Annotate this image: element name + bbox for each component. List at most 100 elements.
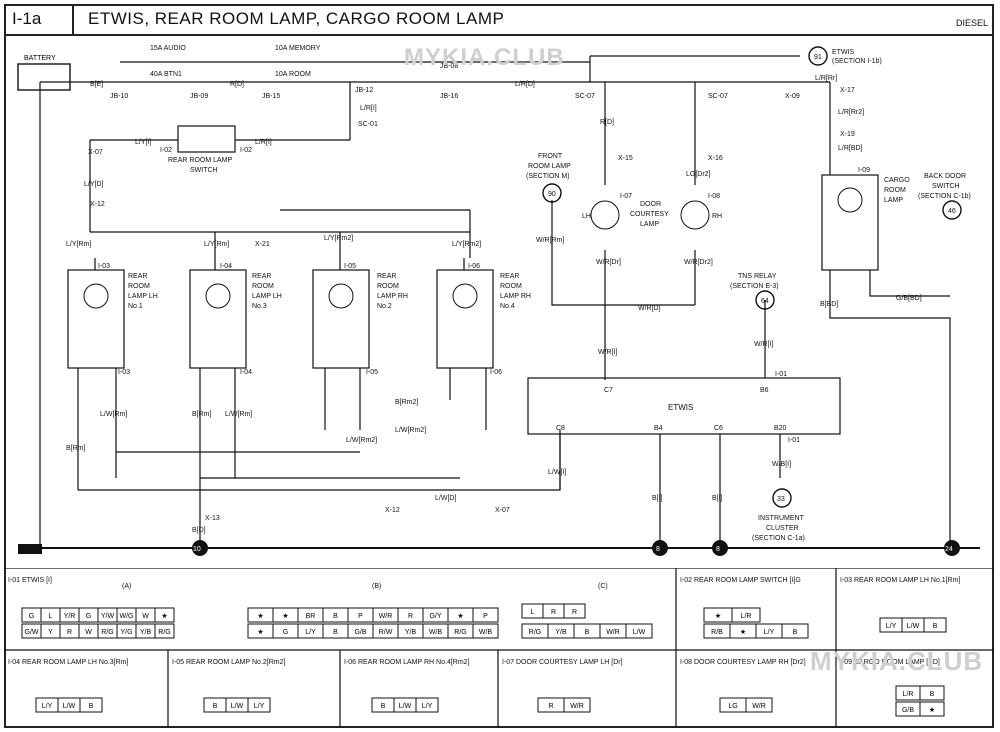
- i01-b-top-pin-label: BR: [306, 613, 316, 620]
- svg-text:LAMP LH: LAMP LH: [252, 293, 282, 300]
- i01-c-top-pin-label: R: [551, 609, 556, 616]
- i01-c-bot-pin-label: Y/B: [555, 629, 567, 636]
- svg-text:10A MEMORY: 10A MEMORY: [275, 45, 321, 52]
- svg-text:REAR ROOM LAMP: REAR ROOM LAMP: [168, 157, 233, 164]
- svg-text:W/R[Dr2]: W/R[Dr2]: [684, 259, 713, 266]
- i01-a-top-pin-label: G: [86, 613, 91, 620]
- i05-pin-label: L/Y: [254, 703, 265, 710]
- svg-text:W/R[I]: W/R[I]: [598, 349, 617, 356]
- door-lh-bulb-icon: [590, 200, 620, 230]
- i01-c-bot-pin-label: L/W: [633, 629, 646, 636]
- svg-text:B[I]: B[I]: [652, 495, 663, 502]
- i01-b-bot-pin-label: ★: [257, 628, 263, 636]
- svg-text:SC-07: SC-07: [575, 93, 595, 100]
- svg-text:SWITCH: SWITCH: [190, 167, 218, 174]
- svg-text:TNS RELAY: TNS RELAY: [738, 273, 777, 280]
- i01-a-top-pin: [154, 607, 175, 623]
- svg-text:B[Rm2]: B[Rm2]: [395, 399, 418, 406]
- i01-a-top-pin-label: ★: [161, 612, 167, 620]
- svg-text:ROOM LAMP: ROOM LAMP: [528, 163, 571, 170]
- i02-top-pin: [731, 607, 761, 623]
- svg-text:I-01 ETWIS [I]: I-01 ETWIS [I]: [8, 577, 52, 584]
- svg-text:ETWIS: ETWIS: [668, 403, 693, 412]
- svg-text:(SECTION C-1b): (SECTION C-1b): [918, 193, 971, 200]
- svg-text:L/W[Rm2]: L/W[Rm2]: [346, 437, 377, 444]
- i07-pin: [563, 697, 591, 713]
- i01-b-top-pin-label: ★: [457, 612, 463, 620]
- svg-text:X-12: X-12: [90, 201, 105, 208]
- i01-c-top-pin-label: R: [572, 609, 577, 616]
- svg-text:I-09 CARGO ROOM LAMP [BD]: I-09 CARGO ROOM LAMP [BD]: [840, 659, 940, 666]
- i01-a-top-pin-label: L: [49, 613, 53, 620]
- svg-text:L/Y[I]: L/Y[I]: [135, 139, 151, 146]
- i01-a-bot-pin-label: R/G: [158, 629, 170, 636]
- svg-text:X-12: X-12: [385, 507, 400, 514]
- svg-text:L/Y[Rm]: L/Y[Rm]: [204, 241, 229, 248]
- svg-text:8: 8: [716, 546, 720, 553]
- svg-text:(SECTION E-3): (SECTION E-3): [730, 283, 779, 290]
- svg-text:DOOR: DOOR: [640, 201, 661, 208]
- svg-text:X-17: X-17: [840, 87, 855, 94]
- svg-text:I-03: I-03: [118, 369, 130, 376]
- i08-pin-label: LG: [728, 703, 737, 710]
- svg-text:I-05 REAR ROOM LAMP No.2[Rm2]: I-05 REAR ROOM LAMP No.2[Rm2]: [172, 659, 286, 666]
- lamp4-bulb-icon: [452, 283, 478, 309]
- battery-label: BATTERY: [24, 55, 56, 62]
- svg-text:I-02: I-02: [240, 147, 252, 154]
- svg-text:LH: LH: [582, 213, 591, 220]
- svg-text:X-13: X-13: [205, 515, 220, 522]
- cargo-bulb-icon: [837, 187, 863, 213]
- svg-text:I-06: I-06: [468, 263, 480, 270]
- page-frame: [4, 4, 994, 728]
- battery-icon: BATTERY: [17, 55, 71, 91]
- svg-text:No.2: No.2: [377, 303, 392, 310]
- i01-b-top-pin-label: R: [408, 613, 413, 620]
- lamp1-bulb-icon: [83, 283, 109, 309]
- i01-b-bot-pin: [472, 623, 499, 639]
- svg-text:X-15: X-15: [618, 155, 633, 162]
- svg-text:24: 24: [945, 546, 953, 553]
- svg-text:RH: RH: [712, 213, 722, 220]
- ground-24-icon: [944, 540, 960, 556]
- i05-pin-label: B: [213, 703, 218, 710]
- svg-text:I-01: I-01: [775, 371, 787, 378]
- etwis-ref-circle: [808, 46, 828, 66]
- svg-text:JB-08: JB-08: [440, 63, 458, 70]
- i01-b-top-pin-label: P: [483, 613, 488, 620]
- svg-text:L/R[BD]: L/R[BD]: [838, 145, 863, 152]
- svg-text:L/Y[Rm2]: L/Y[Rm2]: [324, 235, 353, 242]
- i02-bot-pin: [781, 623, 809, 639]
- svg-text:C6: C6: [714, 425, 723, 432]
- svg-text:X-07: X-07: [495, 507, 510, 514]
- svg-text:B20: B20: [774, 425, 787, 432]
- svg-text:I-09: I-09: [858, 167, 870, 174]
- front-lamp-ref-circle: [542, 183, 562, 203]
- i06-pin-label: L/W: [399, 703, 412, 710]
- i09-bot-pin-label: ★: [929, 706, 935, 714]
- svg-text:91: 91: [814, 54, 822, 61]
- svg-text:W/R[Rm]: W/R[Rm]: [536, 237, 564, 244]
- i01-a-bot-pin-label: W: [85, 629, 92, 636]
- i01-b-top-pin-label: ★: [282, 612, 288, 620]
- i07-pin-label: W/R: [570, 703, 584, 710]
- i03-pin-label: L/Y: [886, 623, 897, 630]
- svg-text:X-09: X-09: [785, 93, 800, 100]
- svg-text:(SECTION I-1b): (SECTION I-1b): [832, 58, 882, 65]
- svg-text:No.4: No.4: [500, 303, 515, 310]
- svg-text:(C): (C): [598, 583, 608, 590]
- variant-label: DIESEL: [955, 18, 988, 28]
- svg-text:15A AUDIO: 15A AUDIO: [150, 45, 186, 52]
- i01-b-top-pin-label: ★: [257, 612, 263, 620]
- i01-c-bot-pin-label: W/R: [606, 629, 620, 636]
- tns-relay-ref-circle: [755, 290, 775, 310]
- i06-pin-label: B: [381, 703, 386, 710]
- svg-text:ETWIS: ETWIS: [832, 49, 854, 56]
- i02-bot-pin-label: R/B: [711, 629, 723, 636]
- svg-text:L/W[Rm]: L/W[Rm]: [225, 411, 252, 418]
- lamp2-bulb-icon: [328, 283, 354, 309]
- i01-b-top-pin-label: P: [358, 613, 363, 620]
- i01-c-top-pin-label: L: [531, 609, 535, 616]
- svg-text:JB-12: JB-12: [355, 87, 373, 94]
- svg-text:REAR: REAR: [377, 273, 396, 280]
